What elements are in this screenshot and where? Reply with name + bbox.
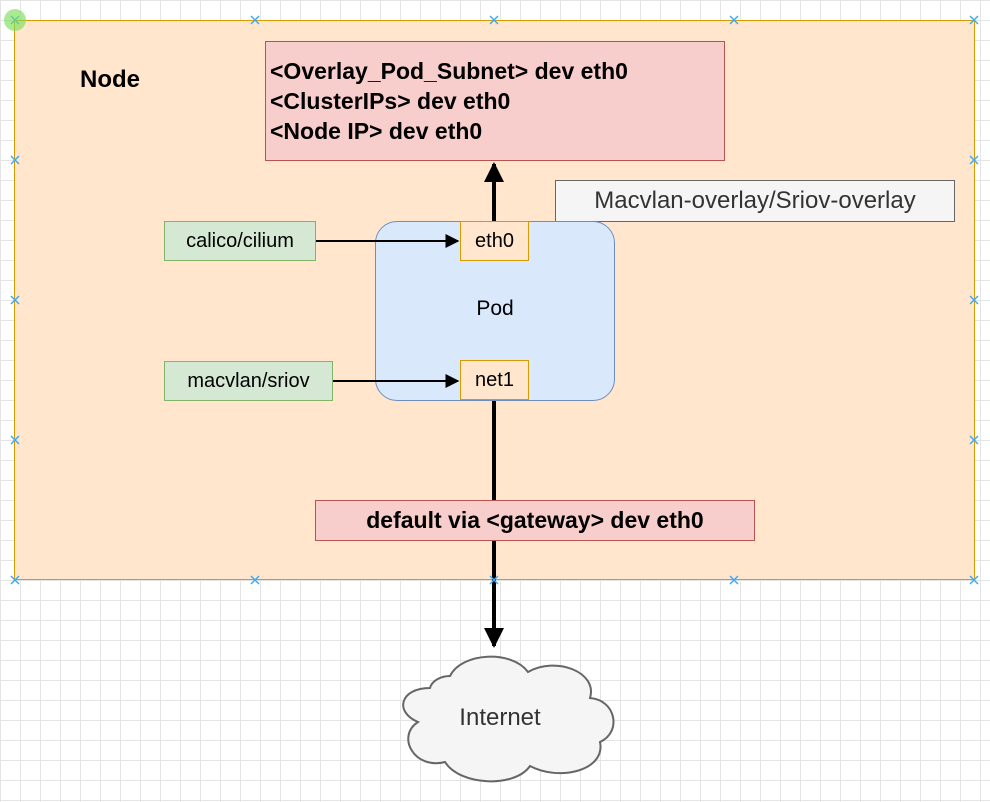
- internet-cloud-icon: [402, 655, 615, 783]
- node-label: Node: [80, 66, 140, 93]
- default-route[interactable]: default via <gateway> dev eth0: [315, 500, 755, 541]
- route-node-ip: <Node IP> dev eth0: [270, 118, 483, 144]
- pod-label: Pod: [476, 297, 514, 320]
- route-overlay-pod-subnet: <Overlay_Pod_Subnet> dev eth0: [270, 58, 628, 84]
- cni-calico-cilium[interactable]: calico/cilium: [164, 221, 316, 261]
- rotate-handle: [4, 9, 26, 31]
- overlay-mode-label[interactable]: Macvlan-overlay/Sriov-overlay: [555, 180, 955, 222]
- pod-interface-eth0[interactable]: eth0: [460, 221, 529, 261]
- route-cluster-ips: <ClusterIPs> dev eth0: [270, 88, 511, 114]
- pod-interface-net1[interactable]: net1: [460, 360, 529, 400]
- node-route-table[interactable]: <Overlay_Pod_Subnet> dev eth0 <ClusterIP…: [265, 41, 725, 161]
- cni-macvlan-sriov[interactable]: macvlan/sriov: [164, 361, 333, 401]
- internet-label: Internet: [459, 704, 541, 731]
